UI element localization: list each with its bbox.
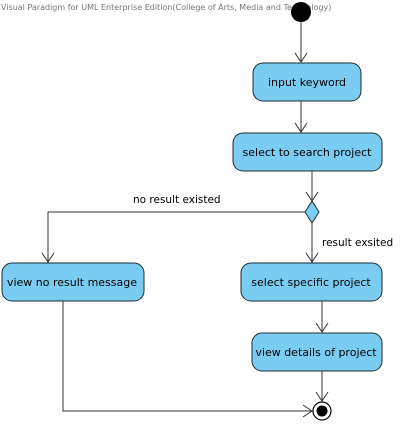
action-label: select specific project — [251, 276, 371, 289]
final-node — [312, 401, 332, 421]
edge-initial-to-input — [294, 22, 308, 63]
action-label: view details of project — [255, 346, 377, 359]
guard-result-existed-label: result exsited — [322, 237, 393, 249]
action-label: input keyword — [268, 76, 346, 89]
action-label: select to search project — [243, 146, 373, 159]
action-label: view no result message — [7, 276, 137, 289]
edge-decision-to-no-result — [41, 211, 305, 263]
action-select-to-search-project[interactable]: select to search project — [232, 132, 383, 172]
edge-details-to-final — [315, 371, 329, 402]
action-select-specific-project[interactable]: select specific project — [240, 262, 383, 302]
action-view-details-of-project[interactable]: view details of project — [251, 332, 383, 372]
edge-input-to-search — [294, 101, 308, 133]
guard-no-result-label: no result existed — [133, 194, 221, 206]
edge-select-specific-to-details — [315, 301, 329, 333]
initial-node — [291, 2, 311, 22]
watermark-text: Visual Paradigm for UML Enterprise Editi… — [1, 3, 331, 12]
edge-no-result-to-final — [62, 301, 313, 418]
action-view-no-result-message[interactable]: view no result message — [1, 262, 145, 302]
edge-search-to-decision — [305, 171, 319, 202]
edge-decision-to-select-specific — [305, 223, 319, 263]
decision-node — [304, 200, 320, 224]
action-input-keyword[interactable]: input keyword — [252, 62, 362, 102]
